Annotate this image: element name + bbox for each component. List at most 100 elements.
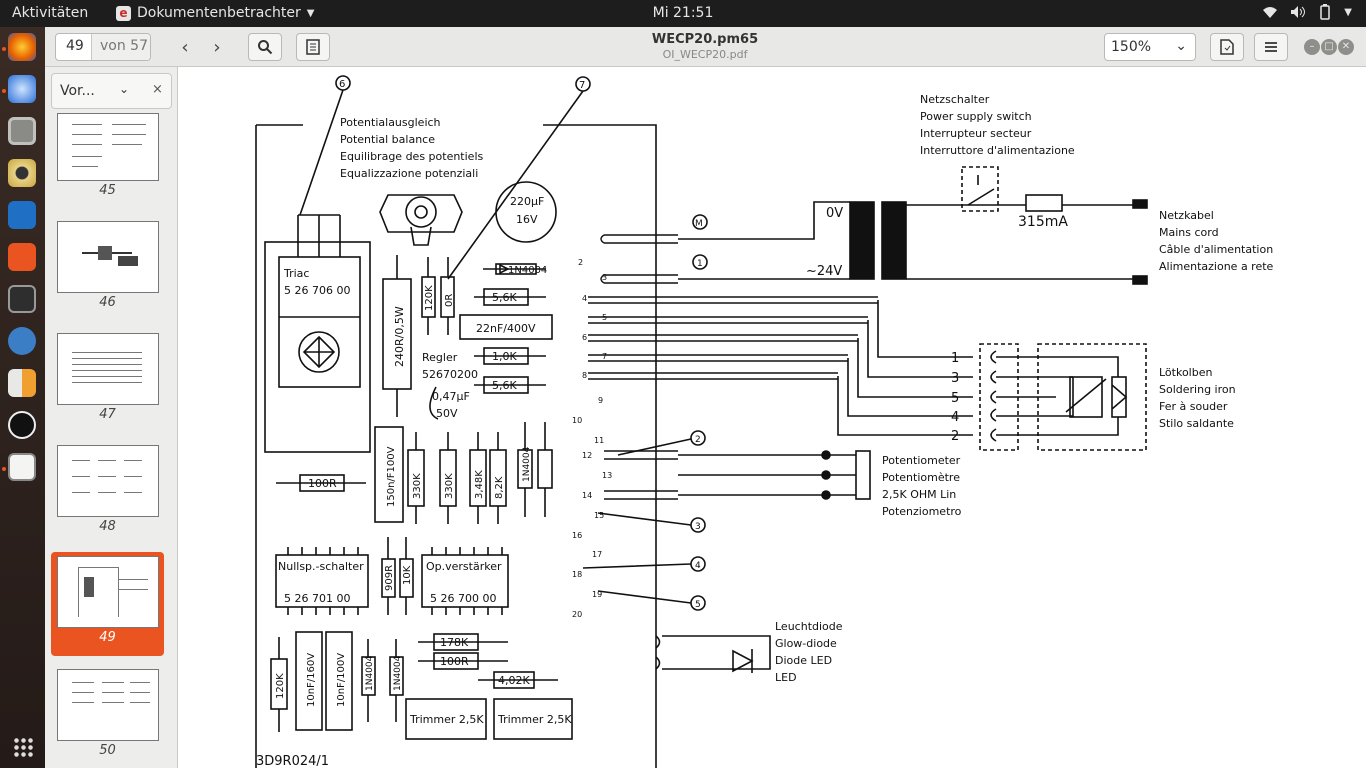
pin-4: 4 xyxy=(582,294,587,303)
mains-line-2: Mains cord xyxy=(1159,226,1219,239)
resistor-402k xyxy=(493,671,535,689)
zoom-select[interactable]: 150% ⌄ xyxy=(1104,33,1196,61)
pin-13: 13 xyxy=(602,471,612,480)
thermo-sensor xyxy=(1111,376,1127,418)
capacitor-220uf xyxy=(495,181,557,243)
cap-22n-label: 22nF/400V xyxy=(476,322,536,335)
software-center-icon[interactable] xyxy=(8,243,36,271)
resistor-100r-a xyxy=(299,474,345,492)
resistor-10k-label: 10K xyxy=(402,565,413,585)
pin-16: 16 xyxy=(572,531,582,540)
show-apps-icon[interactable] xyxy=(13,737,33,757)
resistor-100r-b xyxy=(433,652,479,670)
document-filename: OI_WECP20.pdf xyxy=(662,48,748,61)
terminal-icon[interactable] xyxy=(8,285,36,313)
ic-opverstaerker xyxy=(421,554,509,608)
app-menu[interactable]: e Dokumentenbetrachter ▼ xyxy=(116,5,314,21)
pin-10: 10 xyxy=(572,416,582,425)
resistor-330k-b-label: 330K xyxy=(444,473,455,499)
amazon-icon[interactable] xyxy=(8,411,36,439)
thumbnail-page-48[interactable]: 48 xyxy=(51,441,164,545)
edge-connector-pins xyxy=(588,234,878,500)
resistor-402k-label: 4,02K xyxy=(498,674,530,687)
thumbnail-page-49[interactable]: 49 xyxy=(51,552,164,656)
maximize-button[interactable]: □ xyxy=(1321,39,1337,55)
pin-11: 11 xyxy=(594,436,604,445)
trimmer-1-label: Trimmer 2,5K xyxy=(409,713,484,726)
activities-button[interactable]: Aktivitäten xyxy=(12,5,89,21)
regler-part: 52670200 xyxy=(422,368,478,381)
resistor-120k-label: 120K xyxy=(424,285,435,311)
rhythmbox-icon[interactable] xyxy=(8,159,36,187)
annotations-button[interactable] xyxy=(296,33,330,61)
page-current-input[interactable]: 49 xyxy=(56,34,92,60)
resistor-178k xyxy=(433,633,479,651)
potential-line-2: Potential balance xyxy=(340,133,435,146)
thumbnail-page-46[interactable]: 46 xyxy=(51,217,164,321)
resistor-178k-label: 178K xyxy=(440,636,469,649)
led-line-3: Diode LED xyxy=(775,654,832,667)
ic-opv-label: Op.verstärker xyxy=(426,560,502,573)
top-bar: Aktivitäten e Dokumentenbetrachter ▼ Mi … xyxy=(0,0,1366,27)
ic-nullspannungsschalter xyxy=(275,554,369,608)
trimmer-2 xyxy=(493,698,573,740)
close-button[interactable]: ✕ xyxy=(1338,39,1354,55)
pot-nut xyxy=(379,194,463,233)
thumbnail-page-45[interactable]: 45 xyxy=(51,105,164,209)
diode-mid-label: 1N4004 xyxy=(522,446,532,482)
power-switch xyxy=(961,166,999,212)
thumbnail-number: 50 xyxy=(99,743,116,758)
menu-button[interactable] xyxy=(1254,33,1288,61)
chevron-down-icon[interactable]: ⌄ xyxy=(119,82,130,96)
libreoffice-writer-icon[interactable] xyxy=(8,201,36,229)
switch-line-4: Interruttore d'alimentazione xyxy=(920,144,1075,157)
led-line-4: LED xyxy=(775,671,797,684)
thumbnail-image xyxy=(57,113,159,181)
trimmer-2-label: Trimmer 2,5K xyxy=(497,713,572,726)
help-icon[interactable] xyxy=(8,327,36,355)
pot-line-4: Potenziometro xyxy=(882,505,962,518)
chevron-left-icon: ‹ xyxy=(181,36,189,58)
calculator-icon[interactable] xyxy=(8,369,36,397)
header-bar: 49 von 57 ‹ › WECP20.pm65 OI_WECP20.pdf … xyxy=(45,27,1366,67)
cap-047-value: 0,47µF xyxy=(432,390,470,403)
potential-line-1: Potentialausgleich xyxy=(340,116,441,129)
sidebar-header[interactable]: Vor... ⌄ × xyxy=(51,73,172,109)
document-list-icon xyxy=(306,39,320,55)
thumbnail-number: 46 xyxy=(99,295,116,310)
system-tray[interactable]: ▼ xyxy=(1262,4,1352,20)
next-page-button[interactable]: › xyxy=(201,33,233,61)
search-icon xyxy=(258,40,273,55)
thumbnail-number: 48 xyxy=(99,519,116,534)
search-button[interactable] xyxy=(248,33,282,61)
page-selector[interactable]: 49 von 57 xyxy=(55,33,151,61)
regler-label: Regler xyxy=(422,351,458,364)
clock[interactable]: Mi 21:51 xyxy=(652,5,714,21)
files-icon[interactable] xyxy=(8,117,36,145)
thumbnail-number: 47 xyxy=(99,407,116,422)
chevron-down-icon: ⌄ xyxy=(1175,38,1187,54)
wifi-icon xyxy=(1263,7,1278,18)
prev-page-button[interactable]: ‹ xyxy=(169,33,201,61)
thumbnail-page-47[interactable]: 47 xyxy=(51,329,164,433)
capacitor-22nf xyxy=(459,314,553,340)
hamburger-menu-icon xyxy=(1265,42,1277,52)
thumbnail-page-50[interactable]: 50 xyxy=(51,665,164,768)
document-viewer-dock-icon[interactable] xyxy=(8,453,36,481)
thunderbird-icon[interactable] xyxy=(8,75,36,103)
minimize-button[interactable]: – xyxy=(1304,39,1320,55)
cap-150n-label: 150n/F100V xyxy=(386,446,397,507)
switch-line-1: Netzschalter xyxy=(920,93,990,106)
firefox-icon[interactable] xyxy=(8,33,36,61)
send-to-button[interactable] xyxy=(1210,33,1244,61)
close-sidebar-icon[interactable]: × xyxy=(152,82,163,97)
pin-7: 7 xyxy=(602,352,607,361)
battery-icon xyxy=(1320,4,1331,20)
cap-047-voltage: 50V xyxy=(436,407,458,420)
mains-line-4: Alimentazione a rete xyxy=(1159,260,1274,273)
resistor-0r-label: 0R xyxy=(444,294,455,307)
leader-7 xyxy=(447,90,584,280)
document-save-icon xyxy=(1220,39,1234,55)
pin-6: 6 xyxy=(582,333,587,342)
pin-3: 3 xyxy=(602,273,607,282)
